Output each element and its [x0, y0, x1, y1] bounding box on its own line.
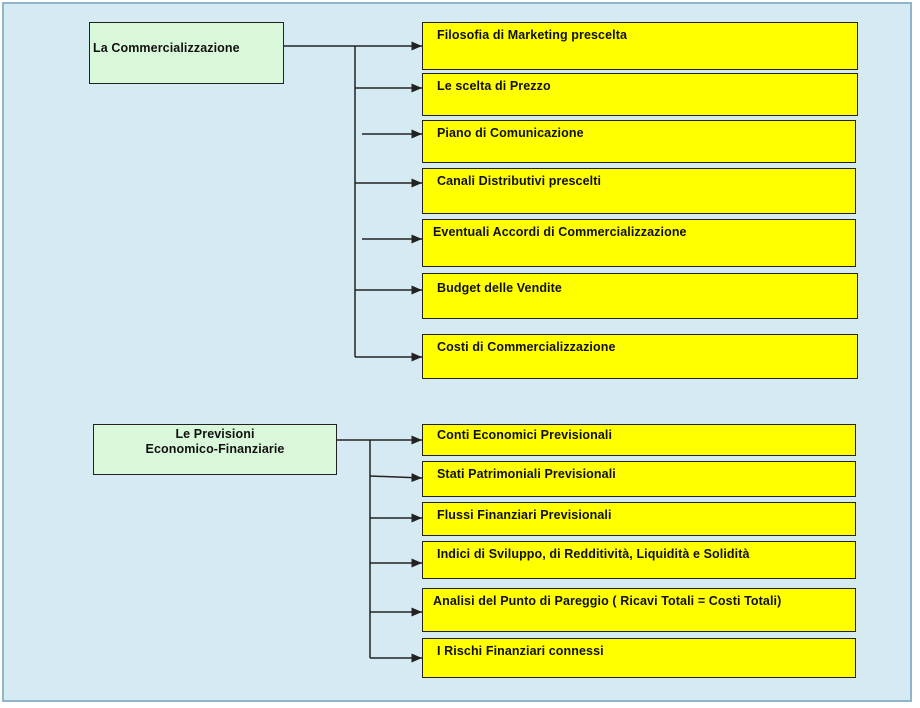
leaf-label: Conti Economici Previsionali	[437, 428, 613, 442]
leaf-label: I Rischi Finanziari connessi	[437, 644, 604, 658]
leaf-label: Costi di Commercializzazione	[437, 340, 616, 354]
group-1-connectors	[283, 41, 422, 362]
root-label-line-2: Economico-Finanziarie	[145, 442, 285, 456]
leaf-box: Conti Economici Previsionali	[422, 424, 856, 456]
leaf-box: Canali Distributivi prescelti	[422, 168, 856, 214]
leaf-box: Analisi del Punto di Pareggio ( Ricavi T…	[422, 588, 856, 632]
leaf-box: I Rischi Finanziari connessi	[422, 638, 856, 678]
leaf-label: Eventuali Accordi di Commercializzazione	[433, 225, 687, 239]
root-label-line-1: La Commercializzazione	[93, 41, 240, 55]
leaf-box: Flussi Finanziari Previsionali	[422, 502, 856, 536]
leaf-label: Piano di Comunicazione	[437, 126, 584, 140]
root-box-commercializzazione: La Commercializzazione	[89, 22, 284, 84]
leaf-box: Stati Patrimoniali Previsionali	[422, 461, 856, 497]
leaf-box: Le scelta di Prezzo	[422, 73, 858, 116]
leaf-box: Eventuali Accordi di Commercializzazione	[422, 219, 856, 267]
leaf-box: Indici di Sviluppo, di Redditività, Liqu…	[422, 541, 856, 579]
root-box-previsioni: Le Previsioni Economico-Finanziarie	[93, 424, 337, 475]
leaf-box: Budget delle Vendite	[422, 273, 858, 319]
leaf-label: Canali Distributivi prescelti	[437, 174, 602, 188]
leaf-label: Indici di Sviluppo, di Redditività, Liqu…	[437, 547, 750, 561]
leaf-label: Flussi Finanziari Previsionali	[437, 508, 612, 522]
leaf-label: Budget delle Vendite	[437, 281, 562, 295]
leaf-box: Piano di Comunicazione	[422, 120, 856, 163]
group-2-connectors	[336, 435, 423, 663]
leaf-box: Filosofia di Marketing prescelta	[422, 22, 858, 70]
root-label-line-1: Le Previsioni	[175, 427, 255, 441]
leaf-label: Filosofia di Marketing prescelta	[437, 28, 628, 42]
leaf-label: Le scelta di Prezzo	[437, 79, 551, 93]
leaf-label: Stati Patrimoniali Previsionali	[437, 467, 616, 481]
leaf-label: Analisi del Punto di Pareggio ( Ricavi T…	[433, 594, 782, 608]
leaf-box: Costi di Commercializzazione	[422, 334, 858, 379]
